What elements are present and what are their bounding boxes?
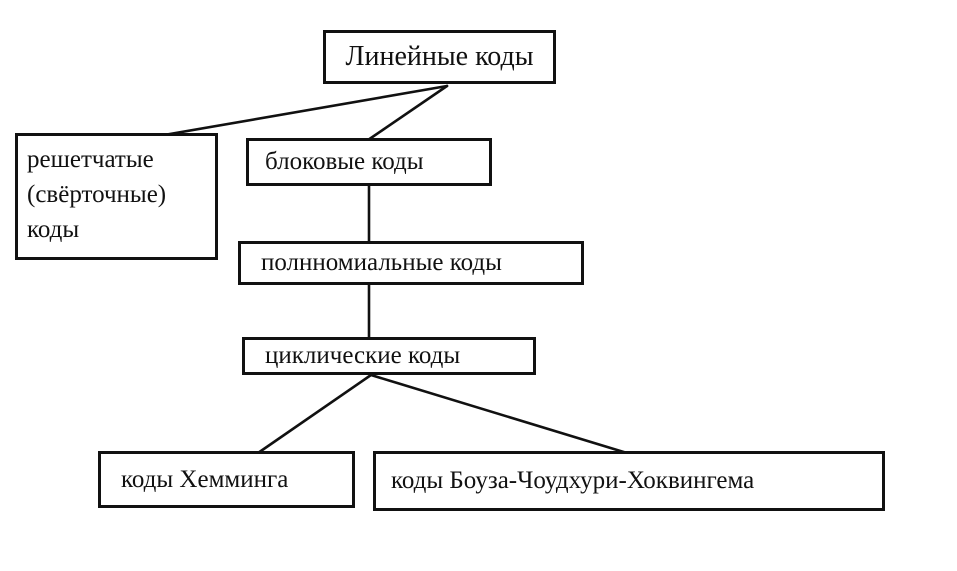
node-hamming-codes-label: коды Хемминга <box>121 465 289 493</box>
node-linear-codes-label: Линейные коды <box>345 41 534 72</box>
node-hamming-codes: коды Хемминга <box>98 451 355 508</box>
node-block-codes: блоковые коды <box>246 138 492 186</box>
node-cyclic-codes: циклические коды <box>242 337 536 375</box>
node-bch-codes-label: коды Боуза-Чоудхури-Хоквингема <box>391 467 755 494</box>
node-polynomial-codes: полнномиальные коды <box>238 241 584 285</box>
node-trellis-codes: решетчатые (свёрточные) коды <box>15 133 218 260</box>
node-trellis-codes-label: решетчатые (свёрточные) коды <box>27 146 167 243</box>
node-linear-codes: Линейные коды <box>323 30 556 84</box>
node-block-codes-label: блоковые коды <box>265 148 424 175</box>
edge-cyclic-hamming <box>256 373 373 455</box>
edge-root-block <box>366 84 449 142</box>
node-cyclic-codes-label: циклические коды <box>265 342 461 369</box>
node-polynomial-codes-label: полнномиальные коды <box>261 249 502 276</box>
node-bch-codes: коды Боуза-Чоудхури-Хоквингема <box>373 451 885 511</box>
edge-cyclic-bch <box>369 373 629 455</box>
